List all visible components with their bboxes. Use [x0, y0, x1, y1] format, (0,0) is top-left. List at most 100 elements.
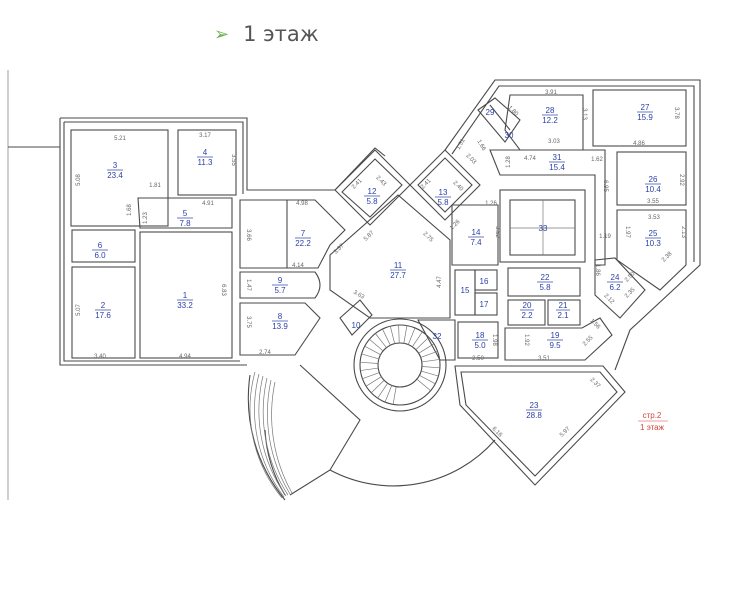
entrance-step	[267, 379, 291, 495]
dim: 1.47	[245, 279, 251, 291]
stair-tread	[412, 331, 423, 347]
dim: 1.26	[485, 201, 497, 207]
site-lines	[7, 70, 60, 500]
svg-text:26: 26	[649, 175, 658, 184]
svg-text:5.8: 5.8	[539, 283, 551, 292]
room-18: 185.0	[472, 331, 488, 350]
dim: 3.55	[647, 199, 659, 205]
room-2: 217.6	[95, 301, 111, 320]
dim: 1.62	[591, 157, 603, 163]
room-5: 57.8	[177, 209, 193, 228]
stair-tread	[361, 353, 379, 360]
svg-text:9: 9	[278, 276, 283, 285]
room-20: 202.2	[520, 301, 534, 320]
dim: 3.13	[581, 108, 587, 120]
svg-text:2.2: 2.2	[521, 311, 533, 320]
svg-text:29: 29	[486, 108, 495, 117]
svg-text:22: 22	[541, 273, 550, 282]
svg-text:3: 3	[113, 161, 118, 170]
svg-text:17.6: 17.6	[95, 311, 111, 320]
dim: 4.47	[437, 276, 443, 288]
stair-tread	[362, 372, 380, 380]
stair-tread	[418, 343, 435, 354]
dim: 6.83	[220, 284, 226, 296]
spiral-staircase	[353, 318, 447, 412]
stair-tread	[360, 361, 379, 364]
dim: 5.97	[559, 426, 572, 439]
svg-text:7.8: 7.8	[179, 219, 191, 228]
stair-tread	[377, 383, 388, 399]
svg-text:4: 4	[203, 148, 208, 157]
dim: 3.78	[673, 107, 679, 119]
svg-text:7.4: 7.4	[470, 238, 482, 247]
dim: 6.95	[602, 180, 608, 192]
dim: 2.41	[351, 178, 364, 191]
svg-text:32: 32	[433, 332, 442, 341]
dim: 4.74	[524, 156, 536, 162]
room-7: 722.2	[295, 229, 311, 248]
dim: 3.75	[245, 316, 251, 328]
dim: 4.14	[292, 263, 304, 269]
svg-text:12.2: 12.2	[542, 116, 558, 125]
entrance-steps	[247, 364, 496, 501]
svg-text:17: 17	[480, 300, 489, 309]
dim: 3.91	[545, 90, 557, 96]
stair-tread	[365, 376, 382, 387]
svg-text:5.0: 5.0	[474, 341, 486, 350]
dim: 3.52	[494, 226, 500, 238]
svg-text:18: 18	[476, 331, 485, 340]
floor-heading: ➢ 1 этаж	[214, 22, 319, 46]
svg-text:1 этаж: 1 этаж	[640, 423, 665, 432]
dim: 1.23	[143, 212, 149, 224]
dim: 1.80	[506, 105, 519, 118]
dim: 5.07	[76, 304, 82, 316]
svg-text:25: 25	[649, 229, 658, 238]
room-14: 147.4	[468, 228, 484, 247]
svg-text:8: 8	[278, 312, 283, 321]
dim: 1.86	[594, 264, 600, 276]
room-1: 133.2	[177, 291, 193, 310]
room-4: 411.3	[197, 148, 213, 167]
stair-tread	[415, 336, 430, 350]
svg-text:33: 33	[539, 224, 548, 233]
svg-text:20: 20	[523, 301, 532, 310]
stair-tread	[392, 386, 397, 405]
svg-text:2: 2	[101, 301, 106, 310]
svg-text:28.8: 28.8	[526, 411, 542, 420]
svg-text:13: 13	[439, 188, 448, 197]
svg-text:28: 28	[546, 106, 555, 115]
dim: 3.37	[333, 243, 346, 256]
dim: 2.75	[421, 231, 434, 244]
svg-text:7: 7	[301, 229, 306, 238]
dim: 4.91	[202, 201, 214, 207]
room-24: 246.2	[607, 273, 623, 292]
dim: 2.41	[420, 178, 433, 191]
svg-text:10.4: 10.4	[645, 185, 661, 194]
arrow-bullet-icon: ➢	[214, 23, 230, 45]
svg-text:12: 12	[368, 187, 377, 196]
dim: 2.37	[588, 377, 601, 390]
dim: 1.56	[588, 318, 601, 331]
stair-tread	[420, 350, 438, 358]
room-21: 212.1	[556, 301, 570, 320]
svg-text:16: 16	[480, 277, 489, 286]
dim: 2.40	[451, 180, 464, 193]
dim: 2.55	[582, 335, 595, 348]
room-16: 16	[480, 277, 489, 286]
room-9: 95.7	[272, 276, 288, 295]
dim: 4.94	[179, 354, 191, 360]
room-labels: 133.2 217.6 323.4 411.3 57.8 66.0 722.2 …	[92, 103, 661, 420]
dim: 3.51	[538, 356, 550, 362]
entrance-step	[254, 373, 285, 498]
entrance-step	[258, 375, 287, 497]
svg-text:14: 14	[472, 228, 481, 237]
dim: 2.35	[624, 287, 637, 300]
svg-text:15.4: 15.4	[549, 163, 565, 172]
svg-text:13.9: 13.9	[272, 322, 288, 331]
svg-text:30: 30	[505, 131, 514, 140]
svg-text:33.2: 33.2	[177, 301, 193, 310]
dim: 1.66	[475, 139, 486, 153]
